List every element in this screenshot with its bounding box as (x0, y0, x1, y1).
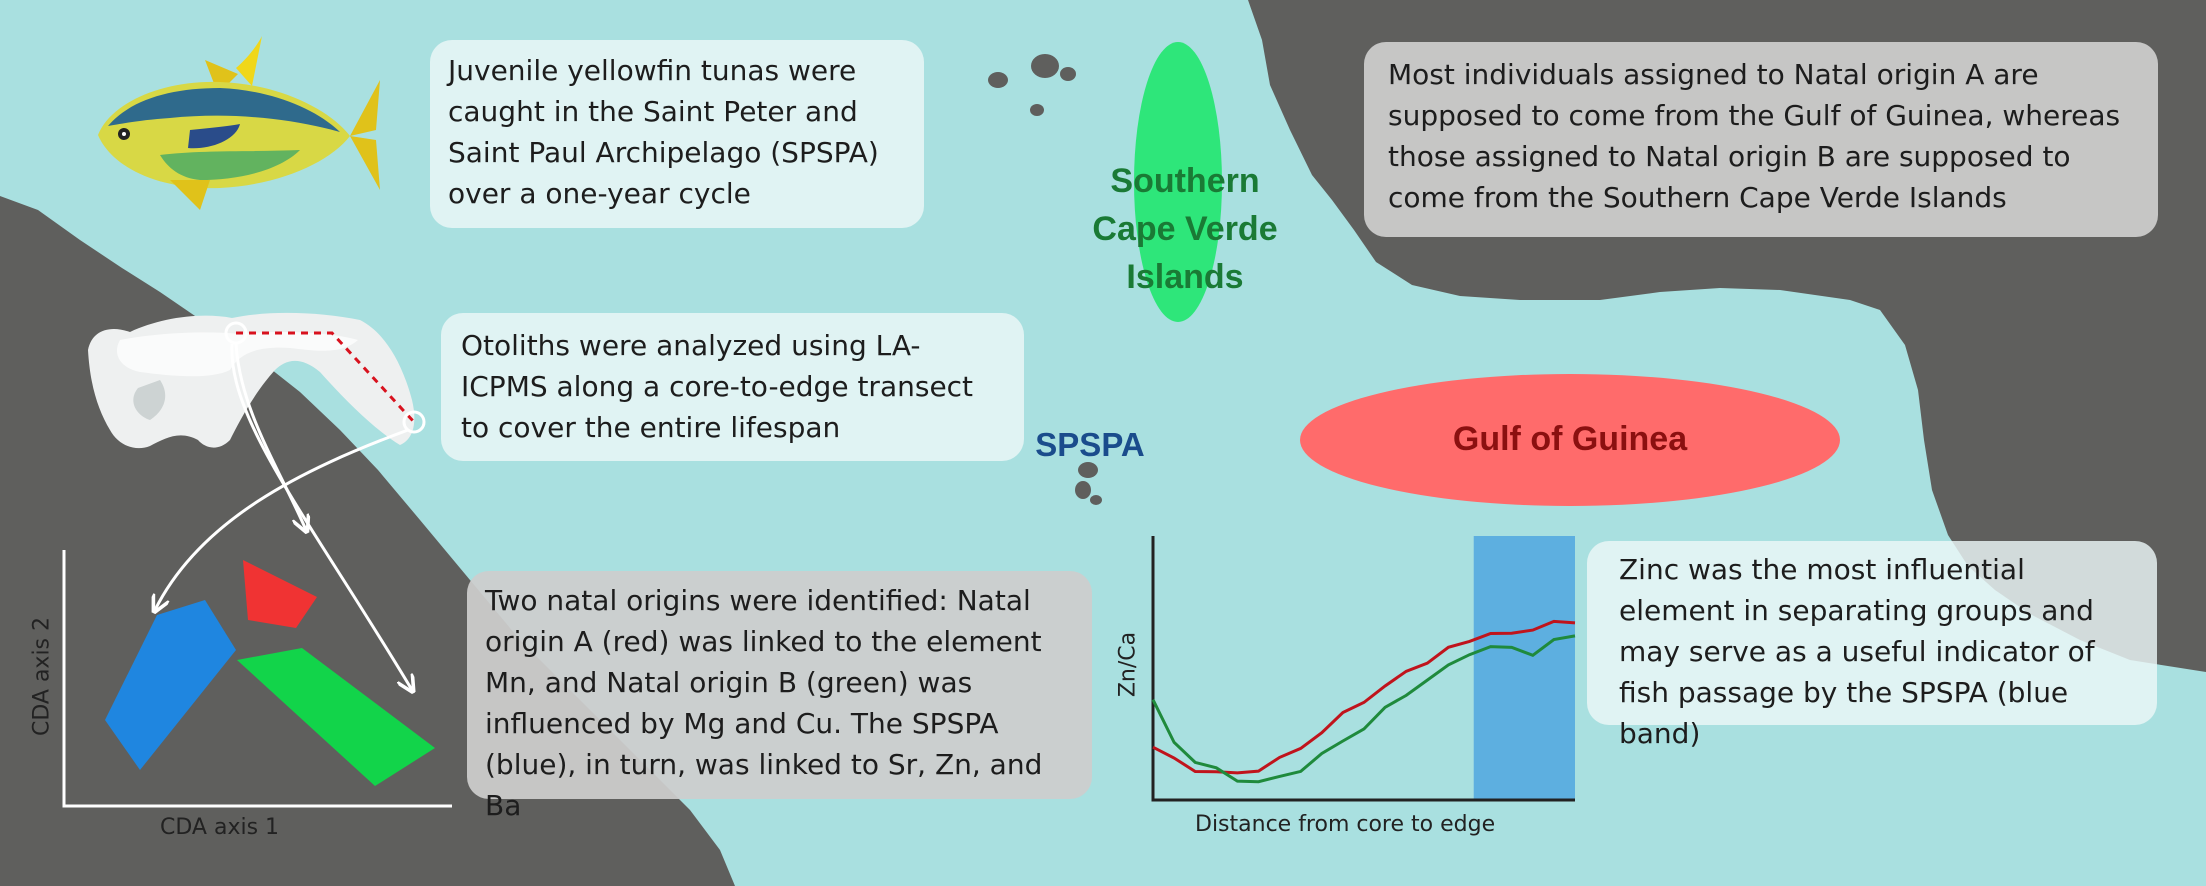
cape-verde-region (1134, 42, 1222, 322)
origin-b-cluster (237, 648, 435, 786)
caption-otoliths: Otoliths were analyzed using LA-ICPMS al… (441, 313, 1024, 461)
gulf-of-guinea-region (1300, 374, 1840, 506)
chart-xlabel: Distance from core to edge (1195, 812, 1496, 837)
cda-xlabel: CDA axis 1 (160, 815, 280, 840)
cda-ylabel: CDA axis 2 (29, 616, 55, 737)
caption-zinc: Zinc was the most influential element in… (1587, 541, 2157, 750)
caption-assignment: Most individuals assigned to Natal origi… (1364, 42, 2158, 237)
spspa-cluster (105, 600, 236, 770)
spspa-label: SPSPA (1035, 426, 1145, 463)
caption-natal-origins: Two natal origins were identified: Natal… (467, 571, 1092, 822)
transect (224, 321, 426, 434)
gulf-of-guinea-label: Gulf of Guinea (1452, 420, 1688, 458)
islands (988, 54, 1102, 505)
series-line-2 (1151, 634, 1576, 784)
chart-axes (1151, 536, 1575, 802)
spspa-band (1473, 536, 1575, 800)
chart-ylabel: Zn/Ca (1115, 631, 1141, 698)
flow-arrows (155, 343, 412, 690)
cape-verde-label-line2: Cape Verde Islands (1092, 210, 1278, 296)
cda-plot (62, 550, 452, 808)
cape-verde-label-line1: Southern (1110, 162, 1260, 200)
cape-verde-label: Southern Cape Verde Islands (1040, 157, 1330, 301)
origin-a-cluster (243, 560, 317, 628)
yellowfin-tuna-illustration (98, 36, 380, 210)
caption-tuna-caught: Juvenile yellowfin tunas were caught in … (430, 40, 924, 228)
zn-ca-chart (1151, 536, 1576, 802)
